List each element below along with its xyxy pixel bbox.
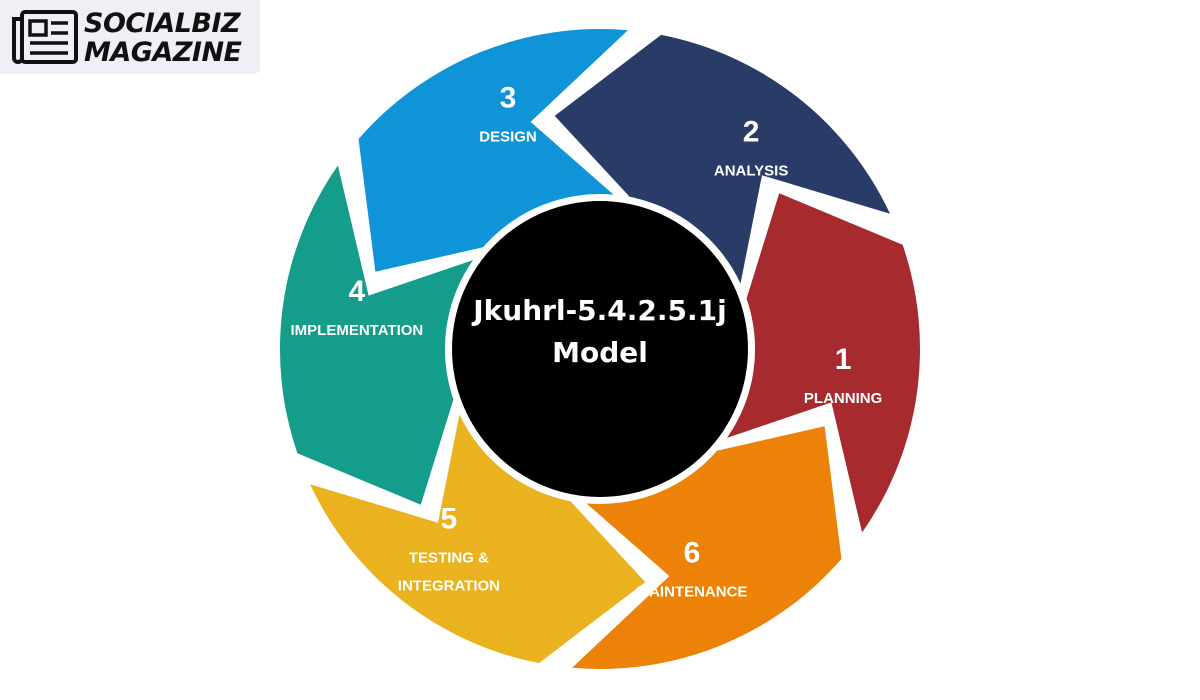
cycle-segment-4 (279, 165, 473, 505)
logo-line-1: SOCIALBIZ (84, 8, 241, 39)
cycle-segment-2 (554, 34, 890, 284)
step-label-1: PLANNING (804, 390, 882, 407)
center-title-line-1: Jkuhrl-5.4.2.5.1j (473, 294, 727, 327)
center-title: Jkuhrl-5.4.2.5.1j Model (452, 290, 748, 374)
step-number-5: 5 (441, 503, 458, 536)
newspaper-icon (12, 10, 78, 64)
step-label-5-line-2: INTEGRATION (398, 578, 500, 595)
step-label-5-line-1: TESTING & (409, 550, 489, 567)
step-number-3: 3 (500, 81, 517, 114)
step-label-4: IMPLEMENTATION (291, 322, 424, 339)
step-number-1: 1 (835, 343, 852, 376)
cycle-segment-1 (727, 193, 921, 533)
step-number-4: 4 (349, 275, 366, 308)
cycle-segment-5 (310, 414, 646, 664)
step-number-2: 2 (743, 116, 760, 149)
step-label-2: ANALYSIS (714, 163, 788, 180)
step-label-6: MAINTENANCE (637, 584, 748, 601)
logo: SOCIALBIZ MAGAZINE (0, 0, 260, 74)
step-number-6: 6 (684, 537, 701, 570)
cycle-segment-6 (572, 426, 842, 670)
cycle-segment-3 (358, 28, 628, 272)
center-circle (452, 201, 748, 497)
logo-line-2: MAGAZINE (84, 37, 242, 68)
center-title-line-2: Model (552, 336, 648, 369)
step-label-3: DESIGN (479, 128, 537, 145)
